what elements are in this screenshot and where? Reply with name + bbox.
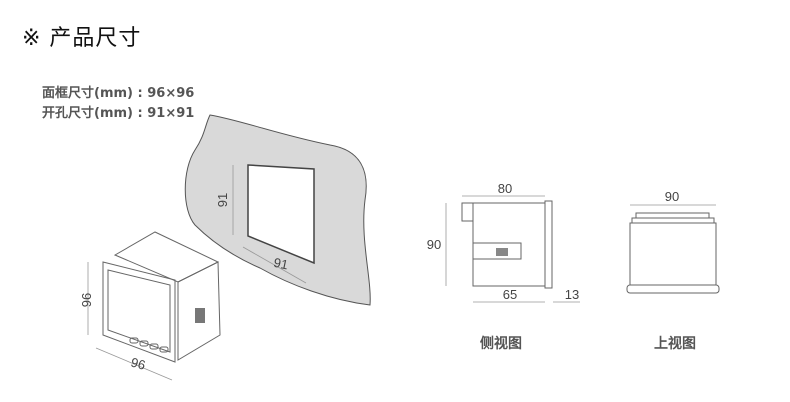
top-width-label: 90 [665, 189, 679, 204]
side-view-caption: 侧视图 [480, 335, 522, 351]
cutout-width-label: 91 [272, 255, 289, 273]
top-view-caption: 上视图 [654, 335, 696, 351]
frame-size-spec: 面框尺寸(mm) : 96×96 [42, 86, 195, 101]
side-body-depth-label: 65 [503, 287, 517, 302]
front-height-label: 96 [79, 293, 94, 307]
front-width-label: 96 [129, 355, 147, 373]
top-view-drawing: 90 上视图 [626, 189, 720, 351]
cutout-size-spec: 开孔尺寸(mm) : 91×91 [42, 106, 195, 121]
side-front-depth-label: 13 [565, 287, 579, 302]
section-title: ※ 产品尺寸 [22, 26, 142, 51]
side-height-label: 90 [427, 237, 441, 252]
meter-3d-illustration: 96 96 [79, 231, 221, 381]
cutout-height-label: 91 [215, 193, 230, 207]
side-total-depth-label: 80 [498, 181, 512, 196]
side-view-drawing: 80 90 65 13 侧视图 [427, 181, 580, 351]
panel-cutout-illustration: 91 91 [184, 114, 371, 306]
